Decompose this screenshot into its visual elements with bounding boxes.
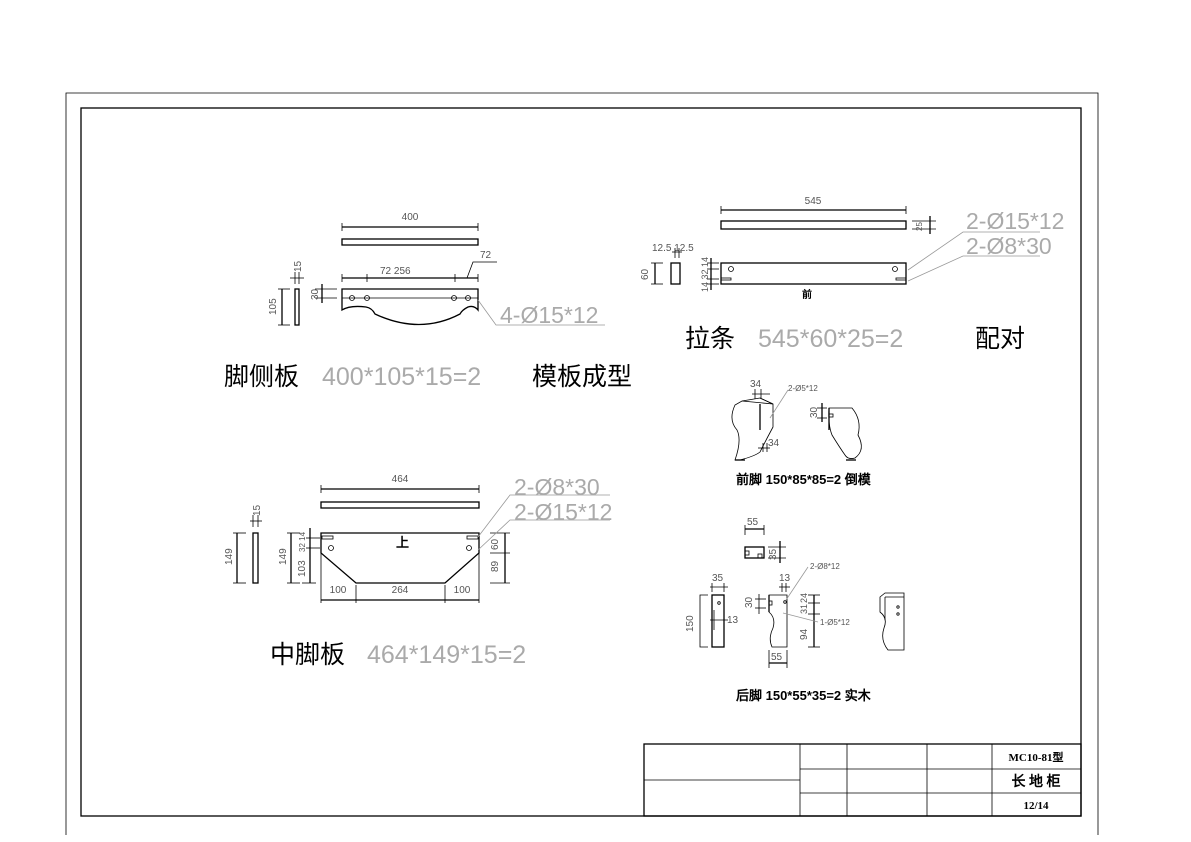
dim-100-right: 100 bbox=[454, 585, 471, 596]
dim-30: 30 bbox=[744, 596, 755, 608]
dim-55-bottom: 55 bbox=[771, 652, 783, 663]
dim-30: 30 bbox=[809, 406, 820, 418]
dim-14-32-14: 14 32 14 bbox=[700, 257, 710, 292]
part-name: 拉条 bbox=[685, 325, 735, 353]
dim-89: 89 bbox=[490, 560, 501, 572]
dim-25: 25 bbox=[915, 222, 924, 231]
stretcher-drawing: 545 25 前 60 12.5 12.5 14 32 14 2-Ø15*12 … bbox=[640, 196, 1064, 353]
hole-note-2: 2-Ø8*30 bbox=[966, 233, 1052, 259]
dim-545: 545 bbox=[805, 196, 822, 207]
dim-30: 30 bbox=[310, 288, 321, 300]
middle-panel-drawing: 464 100 264 100 上 149 15 149 103 32 14 6… bbox=[224, 474, 612, 669]
dim-13-side: 13 bbox=[727, 615, 739, 626]
dim-31: 31 bbox=[799, 604, 809, 614]
dim-12-5: 12.5 12.5 bbox=[652, 243, 694, 254]
hole-note: 4-Ø15*12 bbox=[500, 302, 598, 328]
dim-72: 72 bbox=[480, 250, 492, 261]
dim-35-side: 35 bbox=[768, 548, 779, 560]
hole-note-2: 1-Ø5*12 bbox=[820, 618, 850, 627]
dim-150: 150 bbox=[685, 615, 696, 632]
dim-32-14: 32 14 bbox=[298, 531, 307, 552]
dim-149-side: 149 bbox=[224, 548, 235, 565]
dim-60: 60 bbox=[640, 268, 651, 280]
hole-note: 2-Ø5*12 bbox=[788, 384, 818, 393]
part-note: 配对 bbox=[975, 325, 1025, 353]
part-name: 中脚板 bbox=[270, 641, 345, 669]
hole-note-1: 2-Ø15*12 bbox=[966, 208, 1064, 234]
dim-72-256: 72 256 bbox=[380, 266, 411, 277]
part-note: 模板成型 bbox=[532, 363, 632, 391]
dim-15: 15 bbox=[252, 504, 263, 516]
dim-400: 400 bbox=[402, 212, 419, 223]
dim-35: 35 bbox=[712, 573, 724, 584]
model-number: MC10-81型 bbox=[1009, 750, 1064, 764]
dim-103: 103 bbox=[297, 560, 308, 577]
title-block: MC10-81型 长 地 柜 12/14 bbox=[643, 743, 1082, 817]
top-label: 上 bbox=[396, 535, 409, 550]
side-panel-drawing: 400 72 256 72 105 15 30 4-Ø15*12 脚侧板 400… bbox=[224, 212, 632, 391]
dim-100-left: 100 bbox=[330, 585, 347, 596]
dim-34-top: 34 bbox=[750, 379, 762, 390]
front-label: 前 bbox=[802, 288, 812, 301]
rear-leg-drawing: 55 35 35 13 150 13 30 24 31 94 55 2-Ø8*1… bbox=[685, 517, 905, 703]
hole-note-2: 2-Ø15*12 bbox=[514, 499, 612, 525]
dim-105: 105 bbox=[268, 298, 279, 315]
hole-marks bbox=[349, 295, 471, 301]
hole-note-1: 2-Ø8*30 bbox=[514, 474, 600, 500]
dim-94: 94 bbox=[799, 628, 810, 640]
dim-55-top: 55 bbox=[747, 517, 759, 528]
sheet-number: 12/14 bbox=[1023, 800, 1049, 812]
sheet-border bbox=[65, 92, 1099, 835]
dim-34-bottom: 34 bbox=[768, 438, 780, 449]
dim-13: 13 bbox=[779, 573, 791, 584]
part-spec: 400*105*15=2 bbox=[322, 363, 481, 391]
front-leg-drawing: 34 34 2-Ø5*12 30 前脚 150*85*85=2 倒模 bbox=[731, 379, 872, 487]
part-name: 脚侧板 bbox=[224, 363, 299, 391]
dim-264: 264 bbox=[392, 585, 409, 596]
dim-464: 464 bbox=[392, 474, 409, 485]
hole-note-1: 2-Ø8*12 bbox=[810, 562, 840, 571]
dim-149: 149 bbox=[278, 548, 289, 565]
product-name: 长 地 柜 bbox=[1012, 773, 1061, 790]
dim-15: 15 bbox=[293, 260, 304, 272]
front-leg-label: 前脚 150*85*85=2 倒模 bbox=[736, 472, 872, 487]
part-spec: 464*149*15=2 bbox=[367, 641, 526, 669]
dim-60: 60 bbox=[490, 538, 501, 550]
part-spec: 545*60*25=2 bbox=[758, 325, 903, 353]
rear-leg-label: 后脚 150*55*35=2 实木 bbox=[736, 688, 872, 703]
dim-24: 24 bbox=[799, 593, 809, 603]
